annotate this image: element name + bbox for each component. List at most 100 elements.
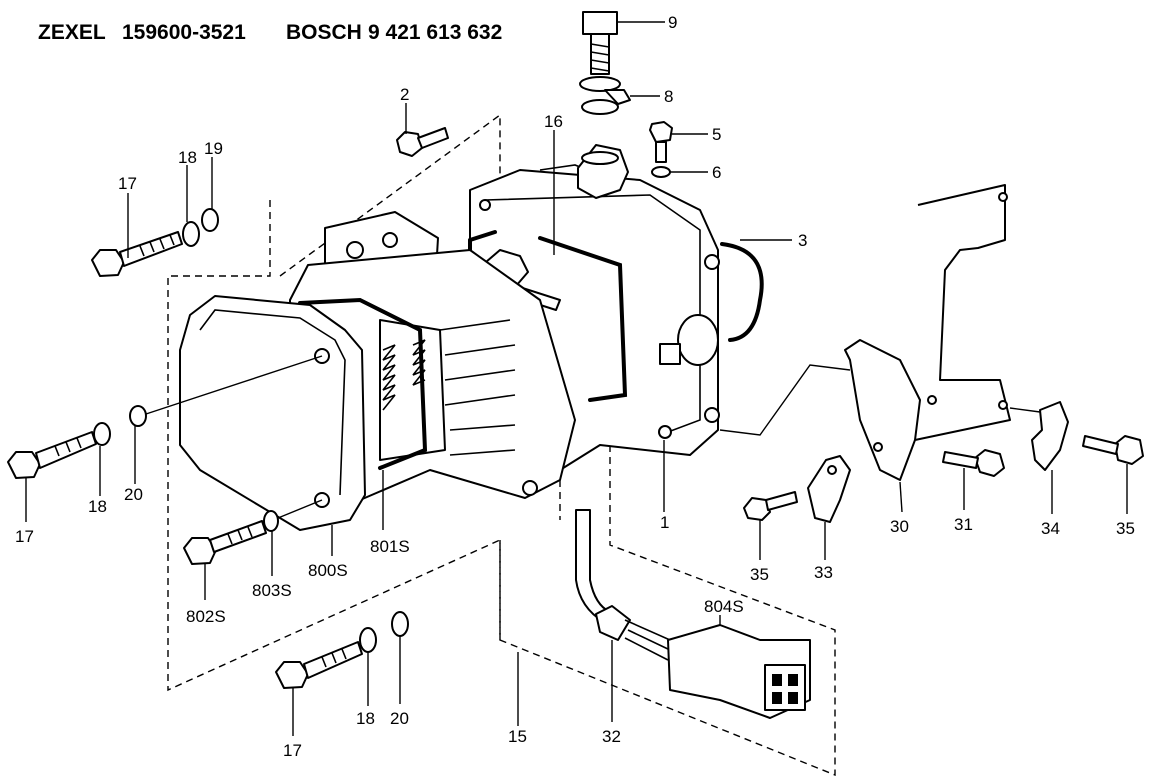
- leader-lines: [25, 21, 1128, 736]
- callout-20-left: 20: [124, 485, 143, 504]
- callout-801s: 801S: [370, 537, 410, 556]
- callout-17-left: 17: [15, 527, 34, 546]
- screw-head: [649, 121, 673, 143]
- bolt-axis: [145, 355, 323, 415]
- washer-803s: [263, 510, 279, 532]
- housing-bolt-hole: [658, 425, 672, 439]
- callout-800s: 800S: [308, 561, 348, 580]
- header-maker-b: BOSCH: [286, 21, 362, 44]
- callout-803s: 803S: [252, 581, 292, 600]
- bolt-head: [91, 249, 125, 277]
- callout-17-bottom: 17: [283, 741, 302, 760]
- screw-5-assembly: [649, 121, 673, 178]
- callout-802s: 802S: [186, 607, 226, 626]
- bolt-17-top: [91, 208, 219, 277]
- connector-face: [764, 664, 806, 711]
- bolt-thread: [321, 648, 347, 668]
- clamp-33: [807, 455, 851, 523]
- harness-grommet: [595, 605, 631, 641]
- hollow-bolt-head: [582, 11, 618, 35]
- clamp-body: [1031, 401, 1069, 471]
- washer-20: [391, 611, 409, 637]
- bolt-head: [396, 131, 423, 157]
- washer-20: [129, 405, 147, 427]
- solenoid-terminal: [659, 343, 681, 365]
- bracket-leader: [719, 364, 851, 436]
- callout-19: 19: [204, 139, 223, 158]
- clamp-axis: [1009, 407, 1041, 413]
- washer-19: [201, 208, 219, 232]
- connector-pin: [772, 692, 782, 704]
- bracket-hole: [998, 192, 1008, 202]
- block-hole: [346, 241, 364, 259]
- bolt-shank: [303, 641, 363, 679]
- callout-2: 2: [400, 85, 409, 104]
- clamp-hole: [827, 465, 837, 475]
- bracket-plate: [844, 184, 1011, 481]
- bolt-17-left: [7, 355, 323, 479]
- washer-18: [93, 422, 111, 446]
- callout-6: 6: [712, 163, 721, 182]
- connector-pin: [772, 674, 782, 686]
- gasket-3: [720, 242, 764, 342]
- callout-18-top: 18: [178, 148, 197, 167]
- bolt-thread: [54, 437, 82, 457]
- bracket-30: [719, 184, 1011, 481]
- assembly-outline-main: [167, 200, 836, 777]
- callout-18-left: 18: [88, 497, 107, 516]
- bolt-35-right: [1082, 435, 1144, 465]
- washer-18: [182, 221, 200, 247]
- bolt-shank: [1082, 435, 1119, 455]
- callout-31: 31: [954, 515, 973, 534]
- banjo-top-washer: [581, 151, 619, 165]
- bolt-shank: [35, 431, 97, 469]
- harness-sleeve: [575, 509, 611, 623]
- connector-pin: [788, 674, 798, 686]
- bolt-17-bottom: [275, 611, 409, 689]
- bolt-thread: [590, 43, 610, 72]
- bolt-head: [974, 449, 1005, 477]
- callout-17-top: 17: [118, 174, 137, 193]
- sealing-washer-lower: [581, 99, 619, 115]
- clamp-body: [807, 455, 851, 523]
- callout-8: 8: [664, 87, 673, 106]
- header-maker-a: ZEXEL: [38, 21, 106, 44]
- header-part-number-a: 159600-3521: [122, 21, 246, 44]
- cover-rim: [199, 309, 346, 496]
- bolt-2: [396, 127, 449, 157]
- bolt-31: [942, 449, 1005, 477]
- connector-804s: [575, 509, 811, 719]
- bolt-shank: [417, 127, 449, 149]
- callout-804s: 804S: [704, 597, 744, 616]
- bolt-thread: [227, 526, 253, 545]
- cover-bolt-hole: [522, 480, 538, 496]
- callout-30: 30: [890, 517, 909, 536]
- bolt-shank: [942, 451, 979, 469]
- housing-bolt-hole: [704, 407, 720, 423]
- washer-18: [359, 627, 377, 653]
- header: ZEXEL 159600-3521 BOSCH 9 421 613 632: [38, 21, 502, 44]
- banjo-assembly: [577, 11, 631, 199]
- callout-34: 34: [1041, 519, 1060, 538]
- connector-pin: [788, 692, 798, 704]
- callout-33: 33: [814, 563, 833, 582]
- spring-housing: [379, 319, 446, 461]
- callout-labels: 9 8 5 6 3 2 16 17 18 19 17 18 20 802S 80…: [15, 13, 1135, 760]
- spring: [382, 344, 396, 411]
- bolt-35-left: [743, 491, 798, 521]
- solenoid: [677, 314, 719, 366]
- callout-15: 15: [508, 727, 527, 746]
- callout-35-right: 35: [1116, 519, 1135, 538]
- bolt-shank: [765, 491, 798, 511]
- clamp-34: [1009, 401, 1069, 471]
- callout-35-left: 35: [750, 565, 769, 584]
- bolt-axis: [277, 499, 323, 519]
- callout-9: 9: [668, 13, 677, 32]
- washer-tab: [604, 89, 631, 105]
- bolt-shank: [119, 231, 183, 267]
- bolt-head: [275, 661, 309, 689]
- block-hole: [382, 232, 398, 248]
- callout-32: 32: [602, 727, 621, 746]
- bracket-hole: [873, 442, 883, 452]
